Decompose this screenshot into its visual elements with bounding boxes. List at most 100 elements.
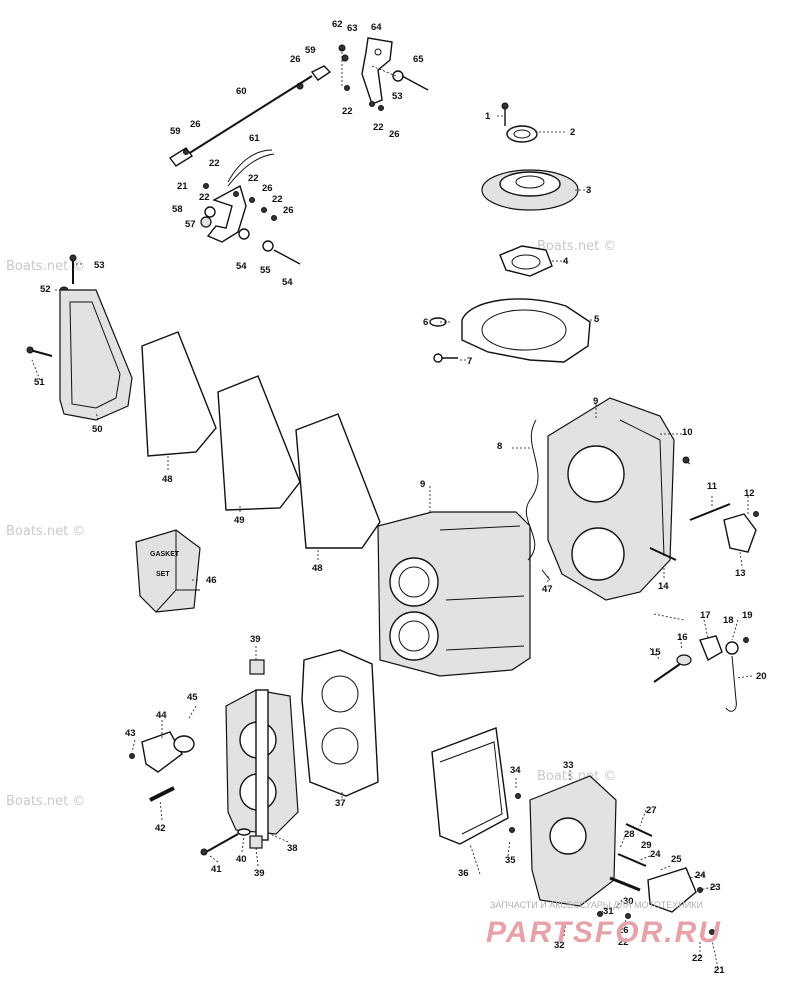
callout-1: 1 — [485, 111, 491, 122]
callout-14: 14 — [658, 581, 669, 592]
leaf-plate — [217, 375, 301, 511]
callout-63: 63 — [347, 23, 358, 34]
watermark: Boats.net © — [537, 769, 616, 784]
callout-48: 48 — [312, 563, 323, 574]
washer — [262, 240, 274, 252]
callout-40: 40 — [236, 854, 247, 865]
callout-25: 25 — [671, 854, 682, 865]
bushing — [200, 216, 212, 228]
callout-26: 26 — [618, 925, 629, 936]
plug — [682, 456, 690, 464]
callout-20: 20 — [756, 671, 767, 682]
stud — [401, 75, 429, 91]
gasket-box-label: SET — [156, 571, 170, 578]
washer — [429, 317, 447, 327]
callout-62: 62 — [332, 19, 343, 30]
leader-lines — [31, 115, 753, 969]
callout-58: 58 — [172, 204, 183, 215]
cylinder-bore — [389, 611, 439, 661]
callout-65: 65 — [413, 54, 424, 65]
callout-57: 57 — [185, 219, 196, 230]
gasket-box-label: GASKET — [150, 551, 180, 558]
watermark: Boats.net © — [537, 239, 616, 254]
callout-6: 6 — [423, 317, 428, 328]
dowel — [509, 827, 515, 833]
exhaust-cover-group — [431, 727, 715, 935]
callout-4: 4 — [563, 256, 569, 267]
callout-61: 61 — [249, 133, 260, 144]
callout-54: 54 — [236, 261, 247, 272]
spark-plug — [149, 786, 175, 802]
callout-12: 12 — [744, 488, 755, 499]
wire — [525, 419, 539, 561]
callout-53: 53 — [392, 91, 403, 102]
callout-42: 42 — [155, 823, 166, 834]
callout-22: 22 — [373, 122, 384, 133]
callout-2: 2 — [570, 127, 575, 138]
callout-24: 24 — [695, 870, 706, 881]
spring — [609, 876, 641, 892]
gasket — [173, 735, 195, 753]
washer — [237, 828, 251, 836]
linkage-bracket — [361, 37, 393, 105]
e-clip — [249, 197, 255, 203]
watermark: Boats.net © — [6, 524, 85, 539]
callout-16: 16 — [677, 632, 688, 643]
link-wire — [227, 149, 273, 183]
watermark: Boats.net © — [6, 259, 85, 274]
callout-41: 41 — [211, 864, 222, 875]
callout-7: 7 — [467, 356, 472, 367]
cylinder-head-group — [129, 649, 379, 856]
cylinder-bore — [389, 557, 439, 607]
brand-tagline: ЗАПЧАСТИ И АКСЕССУАРЫ ДЛЯ МОТОТЕХНИКИ — [490, 900, 703, 910]
clamp — [723, 513, 757, 553]
bracket — [647, 867, 697, 913]
callout-22: 22 — [199, 192, 210, 203]
callout-15: 15 — [650, 647, 661, 658]
callout-53: 53 — [94, 260, 105, 271]
washer — [725, 641, 739, 655]
dowel — [541, 569, 551, 581]
washer — [341, 54, 349, 62]
plug-cap — [249, 659, 265, 675]
callout-22: 22 — [618, 937, 629, 948]
callout-38: 38 — [287, 843, 298, 854]
callout-11: 11 — [707, 481, 718, 492]
screw — [29, 349, 53, 357]
choke-rod — [725, 655, 737, 712]
callout-28: 28 — [624, 829, 635, 840]
screw — [649, 547, 677, 561]
thermostat-cover — [141, 731, 183, 773]
link-arm — [310, 65, 332, 81]
bracket-hole — [374, 48, 382, 56]
gasket — [295, 413, 381, 549]
callout-48: 48 — [162, 474, 173, 485]
callout-10: 10 — [682, 427, 693, 438]
cam-lever — [206, 184, 247, 243]
callout-26: 26 — [262, 183, 273, 194]
callout-19: 19 — [742, 610, 753, 621]
screw-head — [501, 102, 509, 110]
callout-22: 22 — [248, 173, 259, 184]
callout-39: 39 — [254, 868, 265, 879]
callout-46: 46 — [206, 575, 217, 586]
callout-47: 47 — [542, 584, 553, 595]
exhaust-gasket — [431, 727, 509, 845]
callout-24: 24 — [650, 849, 661, 860]
callout-30: 30 — [623, 896, 634, 907]
callout-labels: 62 63 64 59 26 65 60 53 22 22 26 1 2 59 … — [34, 19, 767, 976]
callout-26: 26 — [290, 54, 301, 65]
clip — [183, 149, 189, 155]
lever — [699, 635, 723, 662]
screw — [689, 503, 731, 521]
callout-37: 37 — [335, 798, 346, 809]
screw — [129, 753, 135, 759]
gasket — [141, 331, 217, 457]
callout-59: 59 — [170, 126, 181, 137]
callout-60: 60 — [236, 86, 247, 97]
callout-17: 17 — [700, 610, 711, 621]
callout-33: 33 — [563, 760, 574, 771]
intake-cover-group — [26, 254, 381, 549]
callout-18: 18 — [723, 615, 734, 626]
